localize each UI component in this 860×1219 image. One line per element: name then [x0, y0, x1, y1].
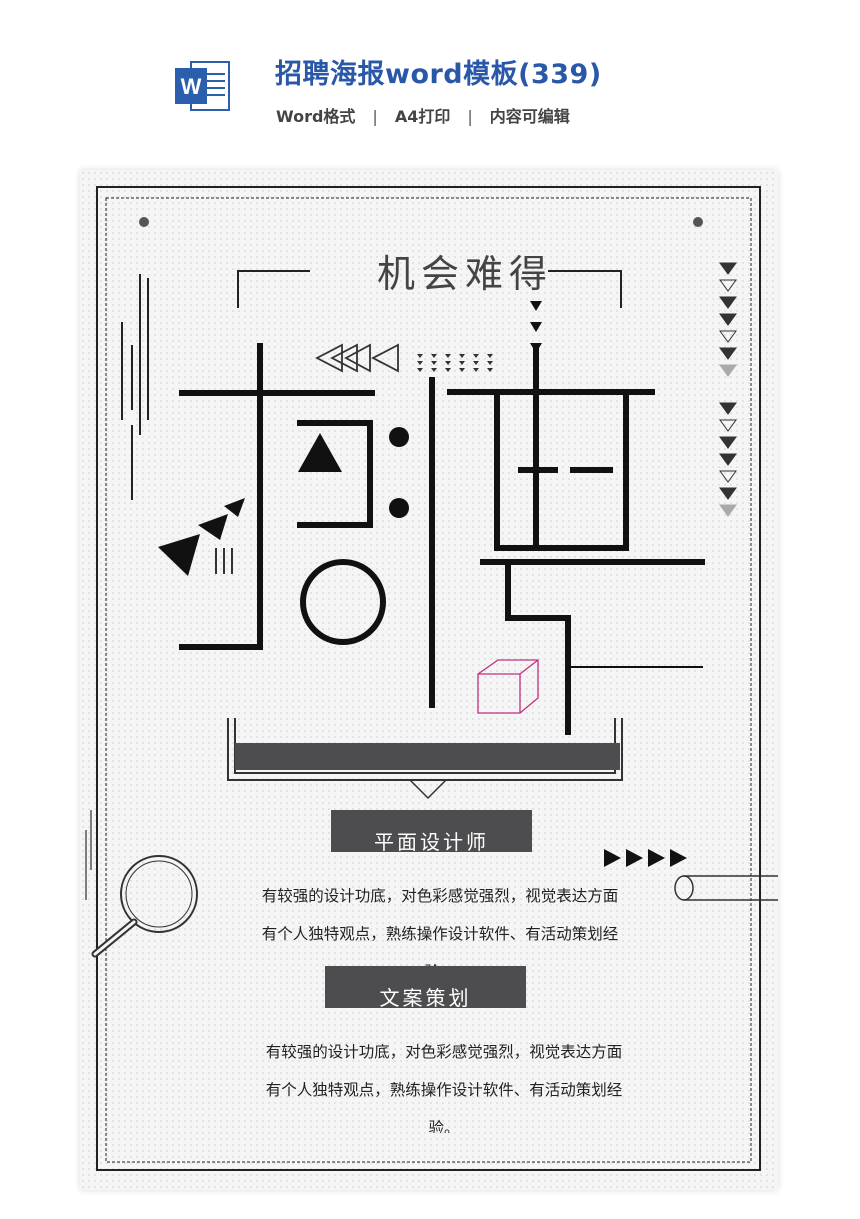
document-header: W 招聘海报word模板(339) Word格式 | A4打印 | 内容可编辑: [0, 0, 860, 160]
word-document-icon: W: [175, 61, 230, 111]
position-label-copywriter: 文案策划: [325, 966, 526, 1008]
meta-separator: |: [372, 107, 378, 126]
meta-format: Word格式: [276, 107, 356, 126]
right-triangle-column: [719, 262, 737, 517]
position-description-copywriter: 有较强的设计功底，对色彩感觉强烈，视觉表达方面 有个人独特观点，熟练操作设计软件…: [234, 1033, 654, 1133]
eyebrow-bracket-right: [548, 270, 622, 308]
black-triangle-up: [298, 433, 342, 472]
poster-eyebrow: 机会难得: [376, 252, 553, 296]
document-meta: Word格式 | A4打印 | 内容可编辑: [276, 103, 570, 127]
eyebrow-bracket-left: [237, 270, 310, 308]
left-line-decoration-lower: [85, 810, 92, 900]
description-line: 有较强的设计功底，对色彩感觉强烈，视觉表达方面: [265, 1043, 623, 1061]
title-glyph-pin: [447, 345, 705, 735]
meta-print: A4打印: [394, 107, 451, 126]
word-icon-letter: W: [181, 74, 202, 99]
corner-dot-left: [139, 217, 149, 227]
position-label-designer: 平面设计师: [331, 810, 532, 852]
cube-icon: [477, 659, 539, 714]
meta-separator: |: [467, 107, 473, 126]
title-banner-bar: [235, 743, 620, 770]
colon-dot-bottom: [389, 498, 409, 518]
document-title: 招聘海报word模板(339): [275, 59, 602, 90]
colon-dot-top: [389, 427, 409, 447]
meta-editable: 内容可编辑: [489, 107, 570, 126]
recruitment-poster: 机会难得 平面设计师 有较强的设计功底，对色彩感觉强烈，视觉表达方面 有个人独特…: [80, 170, 778, 1190]
outline-triangles: [315, 343, 399, 373]
description-line: 验。: [428, 1119, 460, 1133]
position-description-designer: 有较强的设计功底，对色彩感觉强烈，视觉表达方面 有个人独特观点，熟练操作设计软件…: [230, 877, 650, 977]
filled-shapes: [139, 217, 703, 867]
tiny-arrow-grid: [417, 354, 493, 372]
left-line-decoration: [121, 274, 149, 500]
triangle-left-large: [158, 534, 200, 576]
title-glyph-zhao: [179, 343, 435, 708]
magnifier-icon: [91, 855, 198, 958]
inner-dashed-frame: [105, 197, 752, 1163]
triangle-left-medium: [198, 514, 228, 540]
corner-dot-right: [693, 217, 703, 227]
description-line: 有个人独特观点，熟练操作设计软件、有活动策划经: [261, 925, 619, 943]
stripe-decoration: [215, 548, 233, 574]
outer-frame: [96, 186, 761, 1171]
triangle-left-small: [224, 498, 245, 517]
description-line: 有个人独特观点，熟练操作设计软件、有活动策划经: [265, 1081, 623, 1099]
description-line: 有较强的设计功底，对色彩感觉强烈，视觉表达方面: [261, 887, 619, 905]
pill-decoration: [674, 875, 778, 901]
poster-artwork: [85, 186, 778, 1171]
